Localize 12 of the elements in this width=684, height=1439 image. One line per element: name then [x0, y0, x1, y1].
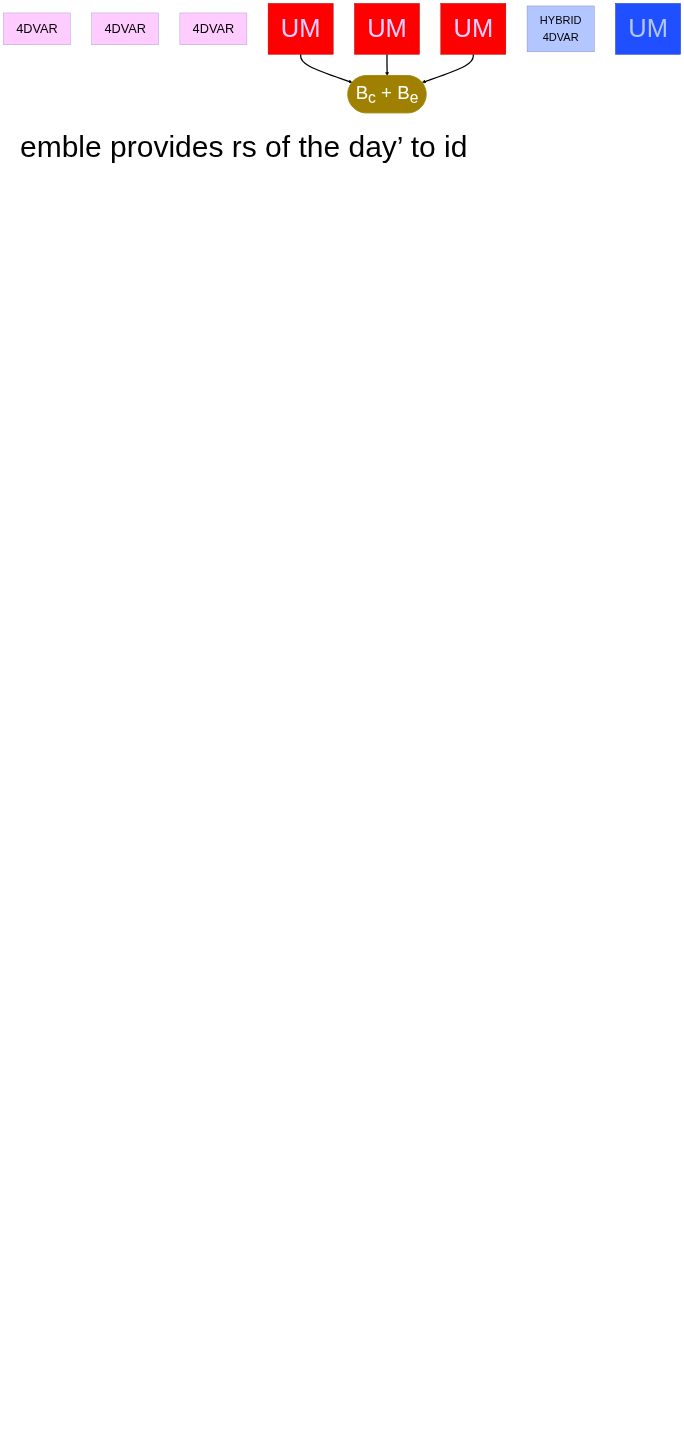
arrow [421, 53, 474, 84]
node-box: UM [354, 3, 420, 55]
node-box: 4DVAR [179, 12, 248, 45]
node-box: UM [440, 3, 507, 55]
arrow [385, 53, 389, 76]
node-box: UM [267, 3, 334, 55]
note-text: emble provides rs of the day’ to id [19, 129, 469, 166]
node-box: 4DVAR [3, 12, 71, 45]
node-box: UM [615, 3, 681, 55]
node-box: HYBRID 4DVAR [526, 5, 595, 52]
arrow [300, 53, 353, 84]
node-box: 4DVAR [91, 12, 159, 45]
